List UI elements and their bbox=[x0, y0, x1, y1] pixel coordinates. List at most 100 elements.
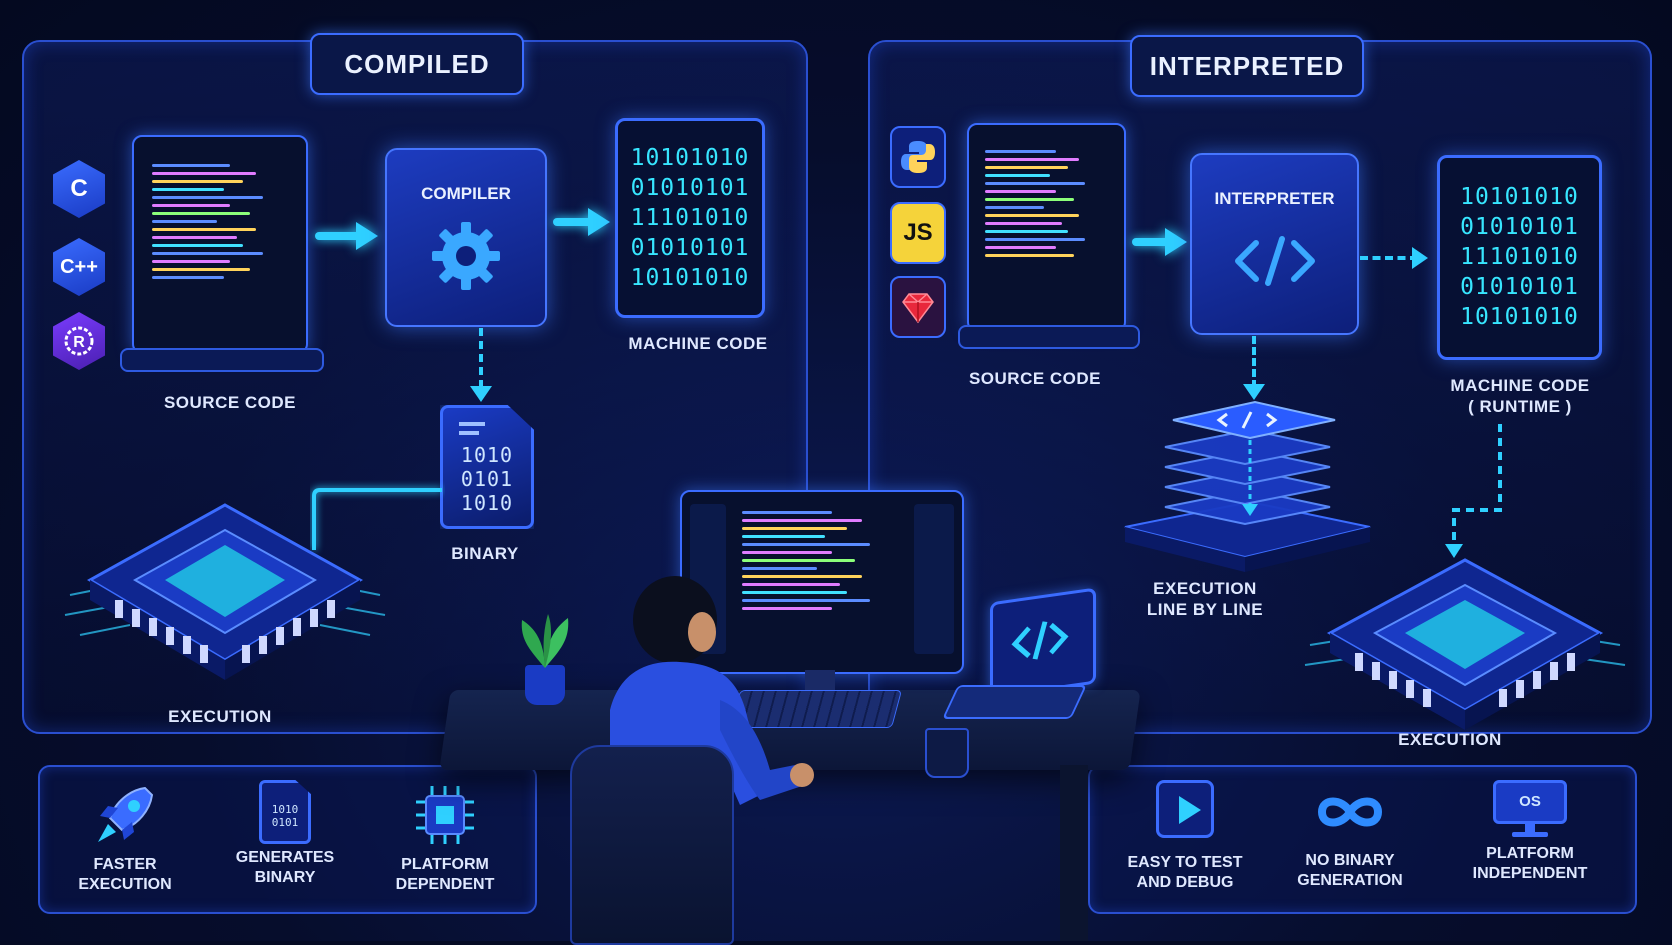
interpreted-source-code-label: SOURCE CODE bbox=[968, 369, 1102, 388]
feature-line-1: PLATFORM bbox=[401, 856, 489, 873]
feature-line-2: AND DEBUG bbox=[1136, 874, 1234, 891]
compiled-machine-code-screen: 10101010 01010101 11101010 01010101 1010… bbox=[615, 118, 765, 318]
compiled-source-code-screen bbox=[132, 135, 308, 354]
arrowhead bbox=[1165, 228, 1187, 256]
binary-file-line: 0101 bbox=[460, 467, 514, 491]
arrow-compiler-to-machine bbox=[553, 218, 593, 226]
feature-generates-binary: 1010 0101 GENERATES BINARY bbox=[220, 780, 350, 888]
binary-line: 01010101 bbox=[630, 175, 750, 201]
binary-line: 10101010 bbox=[630, 145, 750, 171]
feature-line-1: NO BINARY bbox=[1305, 852, 1395, 869]
compiled-source-stand bbox=[120, 348, 324, 372]
binary-file-line: 1010 bbox=[460, 443, 514, 467]
interpreted-source-stand bbox=[958, 325, 1140, 349]
feature-line-2: BINARY bbox=[254, 869, 316, 886]
arrowhead bbox=[356, 222, 378, 250]
file-header-line bbox=[459, 431, 479, 435]
feature-line-1: GENERATES bbox=[235, 849, 335, 866]
interpreter-box: INTERPRETER bbox=[1190, 153, 1359, 335]
line-by-line-label-2: LINE BY LINE bbox=[1146, 600, 1264, 619]
binary-icon-line: 1010 bbox=[271, 803, 299, 816]
feature-platform-dependent: PLATFORM DEPENDENT bbox=[380, 780, 510, 895]
feature-line-1: PLATFORM bbox=[1486, 845, 1574, 862]
compiled-title: COMPILED bbox=[310, 33, 524, 95]
interpreted-source-code-screen bbox=[967, 123, 1126, 332]
feature-no-binary: NO BINARY GENERATION bbox=[1280, 780, 1420, 891]
binary-line: 01010101 bbox=[630, 235, 750, 261]
compiled-cpu-chip bbox=[64, 503, 386, 680]
feature-line-2: EXECUTION bbox=[78, 876, 172, 893]
laptop-base bbox=[942, 685, 1087, 719]
infinity-icon bbox=[1317, 797, 1383, 827]
compiled-source-code-label: SOURCE CODE bbox=[163, 393, 297, 412]
arrowhead-down bbox=[1243, 384, 1265, 400]
compiled-machine-code-label: MACHINE CODE bbox=[628, 334, 768, 353]
play-icon bbox=[1156, 780, 1214, 838]
machine-code-label-line-2: ( RUNTIME ) bbox=[1468, 397, 1572, 416]
javascript-icon: JS bbox=[890, 202, 946, 264]
svg-text:R: R bbox=[73, 334, 85, 351]
binary-icon-line: 0101 bbox=[271, 816, 299, 829]
office-chair bbox=[570, 745, 734, 945]
binary-line: 10101010 bbox=[630, 265, 750, 291]
code-lines bbox=[742, 506, 892, 615]
laptop-code-icon bbox=[1011, 621, 1069, 660]
os-monitor-icon: OS bbox=[1493, 780, 1567, 842]
compiler-box: COMPILER bbox=[385, 148, 547, 327]
line-by-line-label-1: EXECUTION bbox=[1153, 579, 1257, 598]
feature-faster-execution: FASTER EXECUTION bbox=[60, 780, 190, 895]
binary-line: 10101010 bbox=[1460, 184, 1579, 210]
line-by-line-layers bbox=[1124, 400, 1371, 572]
file-header-line bbox=[459, 422, 485, 426]
interpreted-execution-label: EXECUTION bbox=[1398, 730, 1502, 749]
binary-to-chip-connector bbox=[312, 488, 442, 550]
feature-line-2: INDEPENDENT bbox=[1472, 865, 1588, 882]
chip-icon bbox=[416, 786, 474, 844]
binary-line: 01010101 bbox=[1460, 214, 1579, 240]
binary-line: 11101010 bbox=[630, 205, 750, 231]
feature-line-1: FASTER bbox=[93, 856, 157, 873]
binary-file-icon: 1010 0101 bbox=[259, 780, 311, 844]
interpreted-machine-code-label: MACHINE CODE ( RUNTIME ) bbox=[1435, 375, 1605, 417]
compiled-execution-label: EXECUTION bbox=[168, 707, 272, 726]
arrowhead-down bbox=[470, 386, 492, 402]
feature-line-2: GENERATION bbox=[1297, 872, 1403, 889]
dashed-arrow-interpreter-to-layers bbox=[1252, 336, 1256, 388]
code-lines bbox=[985, 145, 1103, 262]
binary-file: 1010 0101 1010 bbox=[440, 405, 534, 529]
interpreter-label: INTERPRETER bbox=[1214, 189, 1335, 208]
rocket-icon bbox=[98, 786, 154, 842]
binary-line: 01010101 bbox=[1460, 274, 1579, 300]
c-language-icon: C bbox=[53, 160, 105, 218]
interpreted-cpu-chip bbox=[1304, 558, 1626, 730]
feature-line-1: EASY TO TEST bbox=[1127, 854, 1243, 871]
interpreted-machine-code-screen: 10101010 01010101 11101010 01010101 1010… bbox=[1437, 155, 1602, 360]
feature-easy-to-test: EASY TO TEST AND DEBUG bbox=[1115, 780, 1255, 893]
machine-code-label-line-1: MACHINE CODE bbox=[1450, 376, 1590, 395]
gear-icon bbox=[432, 222, 500, 290]
interpreted-title: INTERPRETED bbox=[1130, 35, 1364, 97]
line-by-line-label: EXECUTION LINE BY LINE bbox=[1120, 578, 1290, 620]
dashed-arrow-compiler-to-binary bbox=[479, 328, 483, 388]
plant-leaves bbox=[521, 614, 569, 668]
python-icon bbox=[890, 126, 946, 188]
coffee-mug bbox=[925, 728, 969, 778]
machine-to-chip-connector bbox=[1445, 424, 1502, 558]
feature-line-2: DEPENDENT bbox=[395, 876, 495, 893]
binary-line: 10101010 bbox=[1460, 304, 1579, 330]
os-monitor-screen: OS bbox=[1493, 780, 1567, 824]
binary-line: 11101010 bbox=[1460, 244, 1579, 270]
ruby-icon bbox=[890, 276, 946, 338]
code-lines bbox=[152, 159, 282, 284]
desk-leg bbox=[1060, 765, 1088, 941]
arrow-source-to-compiler bbox=[315, 232, 360, 240]
arrow-source-to-interpreter bbox=[1132, 238, 1172, 246]
binary-file-line: 1010 bbox=[460, 491, 514, 515]
binary-label: BINARY bbox=[451, 544, 519, 563]
arrowhead bbox=[1412, 247, 1428, 269]
laptop bbox=[990, 587, 1096, 699]
code-brackets-icon bbox=[1234, 236, 1315, 286]
dashed-arrow-interpreter-to-machine bbox=[1360, 256, 1418, 260]
arrowhead bbox=[588, 208, 610, 236]
plant-pot bbox=[525, 665, 565, 705]
